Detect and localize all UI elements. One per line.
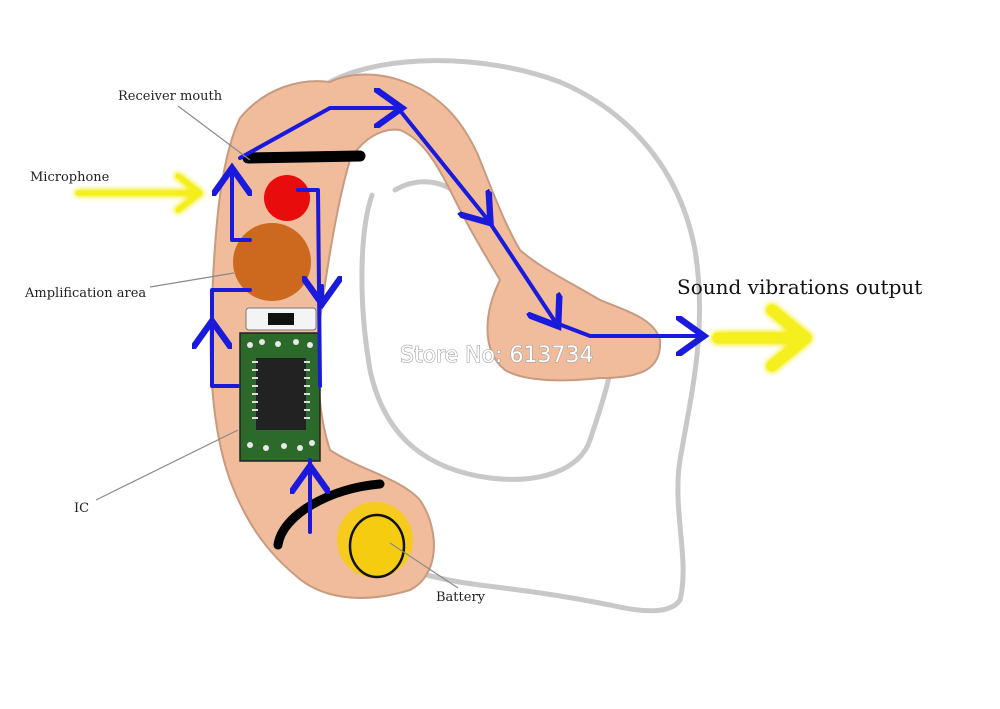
watermark: Store No: 613734 [400,343,593,368]
output-arrow [711,303,813,373]
label-ic: IC [74,501,89,516]
label-battery: Battery [436,590,486,605]
receiver-dot [264,175,310,221]
label-amplification-area: Amplification area [24,286,146,301]
label-microphone: Microphone [30,170,110,185]
signal-path [212,108,700,534]
battery [337,502,413,579]
label-receiver-mouth: Receiver mouth [118,89,223,104]
ic-chip [239,332,321,462]
label-sound-output: Sound vibrations output [677,275,922,299]
amplifier-disc [233,223,311,301]
input-arrow [74,172,204,214]
switch [245,307,317,331]
top-bar [242,150,366,164]
leader-lines [95,105,459,589]
